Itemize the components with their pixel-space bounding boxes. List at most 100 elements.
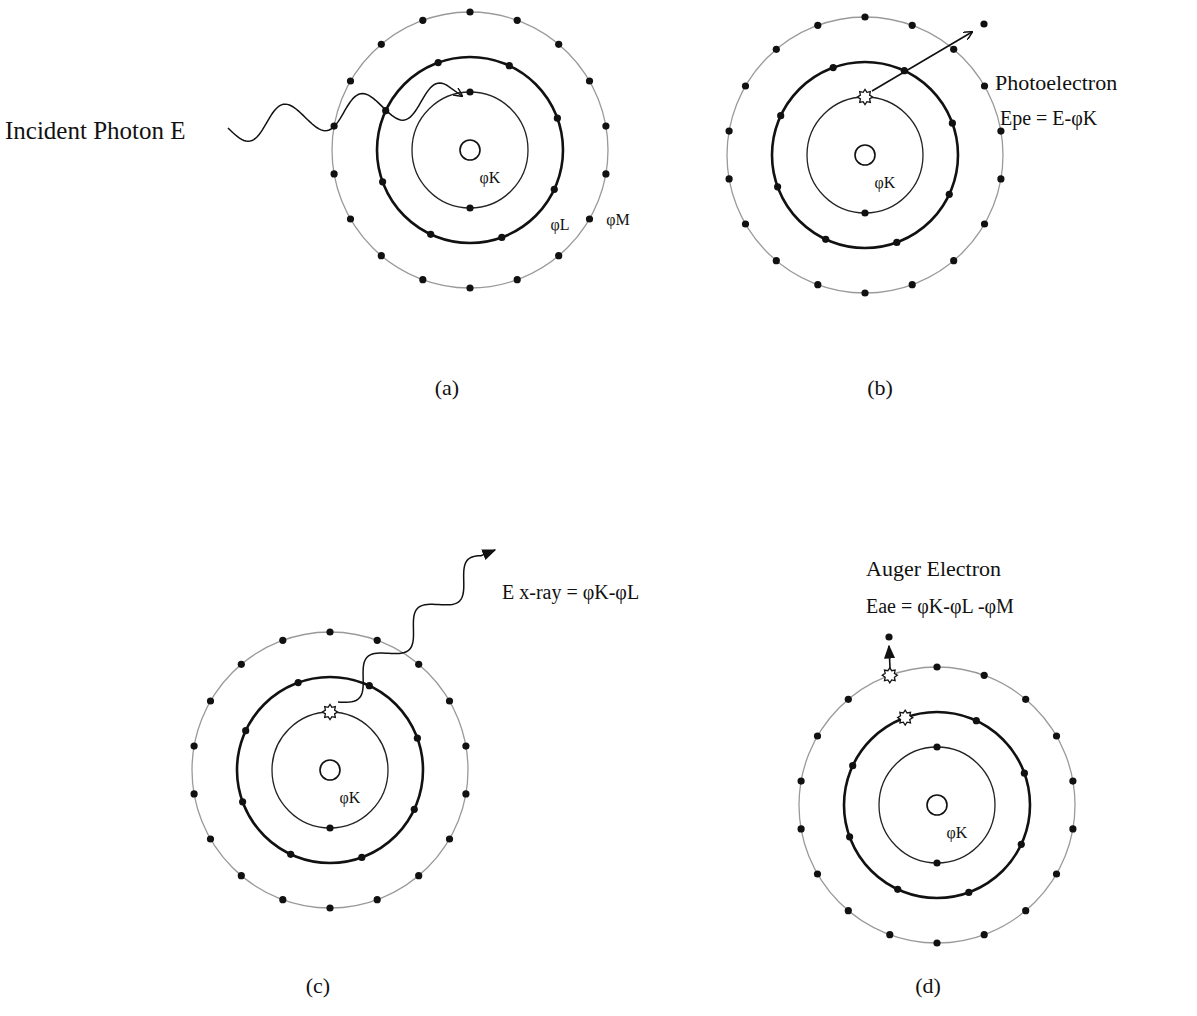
m-shell — [332, 12, 608, 288]
electron — [933, 663, 940, 670]
electron — [909, 22, 916, 29]
l-shell — [844, 712, 1030, 898]
electron — [358, 854, 365, 861]
electron — [415, 872, 422, 879]
electron — [886, 931, 893, 938]
energy-level: φK — [480, 168, 501, 187]
electron — [849, 762, 856, 769]
energy-level: φL — [550, 215, 569, 234]
electron — [909, 281, 916, 288]
electron — [997, 175, 1004, 182]
electron — [326, 628, 333, 635]
photoelectron-arrow — [872, 32, 972, 91]
electron — [326, 824, 333, 831]
panel-letter: (a) — [435, 375, 459, 401]
electron — [777, 112, 784, 119]
electron — [466, 284, 473, 291]
electron — [814, 732, 821, 739]
electron — [238, 872, 245, 879]
electron — [462, 742, 469, 749]
nucleus — [460, 140, 480, 160]
electron — [466, 88, 473, 95]
electron — [602, 122, 609, 129]
l-shell — [237, 677, 423, 863]
electron — [190, 742, 197, 749]
electron — [1069, 777, 1076, 784]
electron — [326, 904, 333, 911]
electron — [894, 886, 901, 893]
electron — [773, 46, 780, 53]
electron — [893, 239, 900, 246]
electron — [378, 41, 385, 48]
k-shell — [412, 92, 528, 208]
energy-equation: Epe = E-φK — [1000, 106, 1097, 130]
electron — [462, 790, 469, 797]
electron — [965, 889, 972, 896]
electron — [446, 835, 453, 842]
atom-shells — [190, 8, 1076, 946]
l-shell — [377, 57, 563, 243]
energy-level: φK — [875, 173, 896, 192]
electron — [330, 170, 337, 177]
electron — [347, 77, 354, 84]
electron — [466, 204, 473, 211]
electron — [774, 183, 781, 190]
electron — [981, 82, 988, 89]
electron — [586, 215, 593, 222]
electron — [207, 835, 214, 842]
energy-equation: Eae = φK-φL -φM — [866, 594, 1014, 618]
electron — [1053, 732, 1060, 739]
electron — [981, 931, 988, 938]
electron — [946, 191, 953, 198]
electron — [514, 276, 521, 283]
electron — [419, 17, 426, 24]
electron — [885, 633, 892, 640]
l-shell — [772, 62, 958, 248]
electron — [1069, 825, 1076, 832]
electron — [287, 851, 294, 858]
electron — [238, 661, 245, 668]
electron — [435, 59, 442, 66]
electron — [190, 790, 197, 797]
electron — [797, 825, 804, 832]
electron — [1022, 696, 1029, 703]
electron — [378, 252, 385, 259]
electron — [814, 870, 821, 877]
electron — [845, 696, 852, 703]
electron — [1053, 870, 1060, 877]
electron — [1022, 907, 1029, 914]
electron — [242, 727, 249, 734]
electron — [279, 637, 286, 644]
electron — [207, 697, 214, 704]
electron — [239, 798, 246, 805]
electron — [555, 41, 562, 48]
electron — [981, 672, 988, 679]
electron — [498, 234, 505, 241]
photon-wave — [228, 83, 462, 141]
electron — [861, 289, 868, 296]
electron — [466, 8, 473, 15]
electron — [725, 175, 732, 182]
electron — [797, 777, 804, 784]
electron — [602, 170, 609, 177]
electron — [773, 257, 780, 264]
nucleus — [927, 795, 947, 815]
electron — [814, 281, 821, 288]
electron — [861, 209, 868, 216]
electron — [379, 178, 386, 185]
electron — [822, 236, 829, 243]
electron — [933, 743, 940, 750]
electron — [742, 82, 749, 89]
electron — [725, 127, 732, 134]
electron — [551, 186, 558, 193]
energy-level: φK — [947, 823, 968, 842]
electron — [366, 682, 373, 689]
electron — [295, 679, 302, 686]
electron — [374, 637, 381, 644]
vacancy — [882, 668, 897, 683]
m-shell — [727, 17, 1003, 293]
electron — [949, 120, 956, 127]
photon-label: Incident Photon E — [5, 116, 186, 146]
